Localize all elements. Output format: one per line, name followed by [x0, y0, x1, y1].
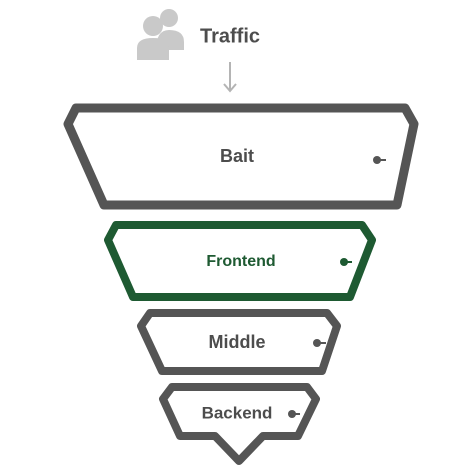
funnel-stage-bait: Bait	[63, 103, 419, 210]
funnel-stage-backend: Backend	[159, 383, 320, 465]
stage-label-frontend: Frontend	[206, 253, 275, 270]
down-arrow	[223, 62, 237, 93]
traffic-label: Traffic	[200, 25, 260, 47]
stage-label-bait: Bait	[220, 146, 254, 166]
users-icon	[137, 9, 184, 60]
stage-label-backend: Backend	[202, 403, 273, 422]
stage-label-middle: Middle	[209, 332, 266, 352]
funnel-stage-frontend: Frontend	[104, 221, 376, 301]
funnel-stage-middle: Middle	[137, 309, 341, 375]
